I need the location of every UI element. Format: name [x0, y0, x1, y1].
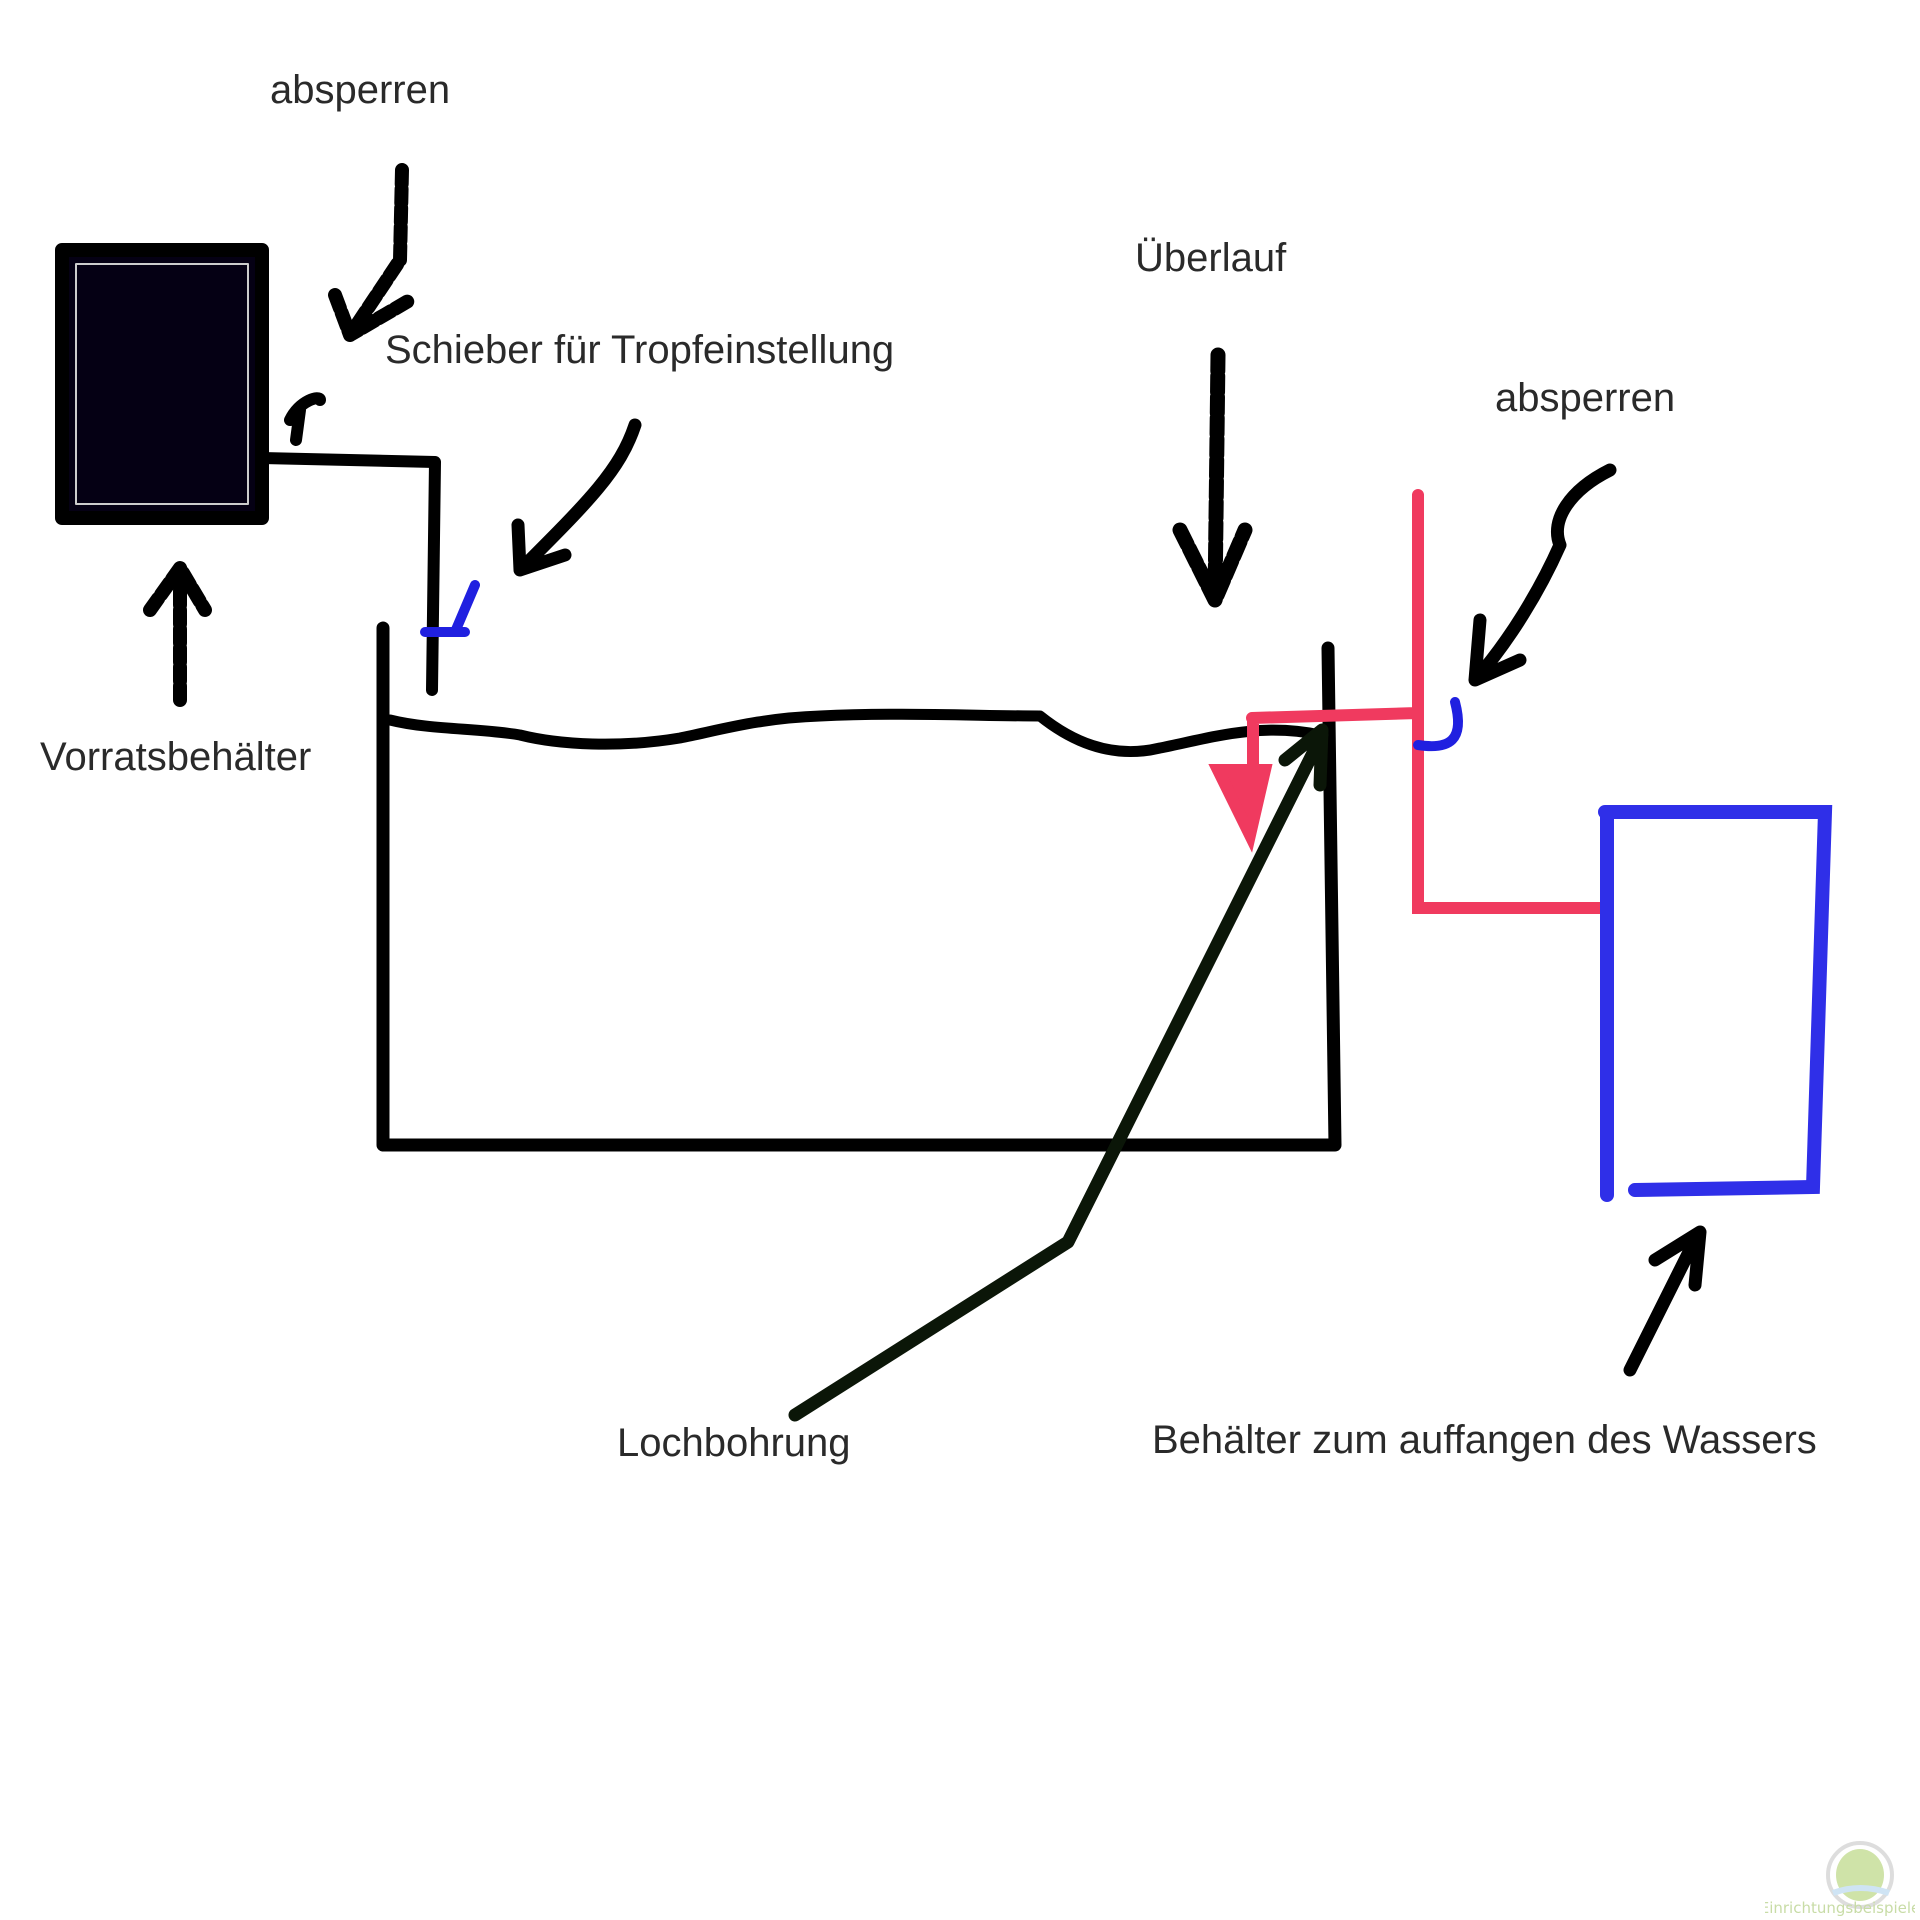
svg-text:Einrichtungsbeispiele: Einrichtungsbeispiele	[1765, 1899, 1915, 1917]
aquarium	[376, 621, 1342, 1152]
valve-supply	[284, 392, 326, 446]
label-ueberlauf: Überlauf	[1135, 236, 1287, 280]
catch-container	[1598, 805, 1833, 1202]
arrow-schieber	[511, 418, 642, 577]
supply-pipe	[256, 452, 441, 696]
overflow-outlet	[1208, 764, 1273, 853]
overflow-pipe	[1246, 489, 1606, 914]
label-lochbohrung: Lochbohrung	[617, 1421, 851, 1465]
supply-tank	[55, 243, 269, 525]
arrow-ueberlauf	[1172, 347, 1253, 608]
label-absperren-left: absperren	[270, 68, 451, 112]
valve-overflow	[1413, 697, 1464, 752]
label-auffangbehaelter: Behälter zum auffangen des Wassers	[1152, 1418, 1817, 1462]
valve-drip	[420, 580, 480, 637]
label-vorratsbehaelter: Vorratsbehälter	[40, 735, 312, 779]
arrow-vorratsbehaelter	[143, 561, 212, 707]
arrow-absperren-left	[328, 163, 417, 342]
watermark-logo: Einrichtungsbeispiele	[1765, 1835, 1915, 1920]
fish-logo-icon: Einrichtungsbeispiele	[1765, 1841, 1915, 1917]
arrow-auffangbehaelter	[1623, 1225, 1707, 1377]
water-surface	[384, 708, 1326, 757]
label-schieber: Schieber für Tropfeinstellung	[385, 328, 895, 372]
arrow-absperren-right	[1468, 463, 1617, 687]
label-absperren-right: absperren	[1495, 376, 1676, 420]
arrow-lochbohrung	[788, 723, 1329, 1422]
